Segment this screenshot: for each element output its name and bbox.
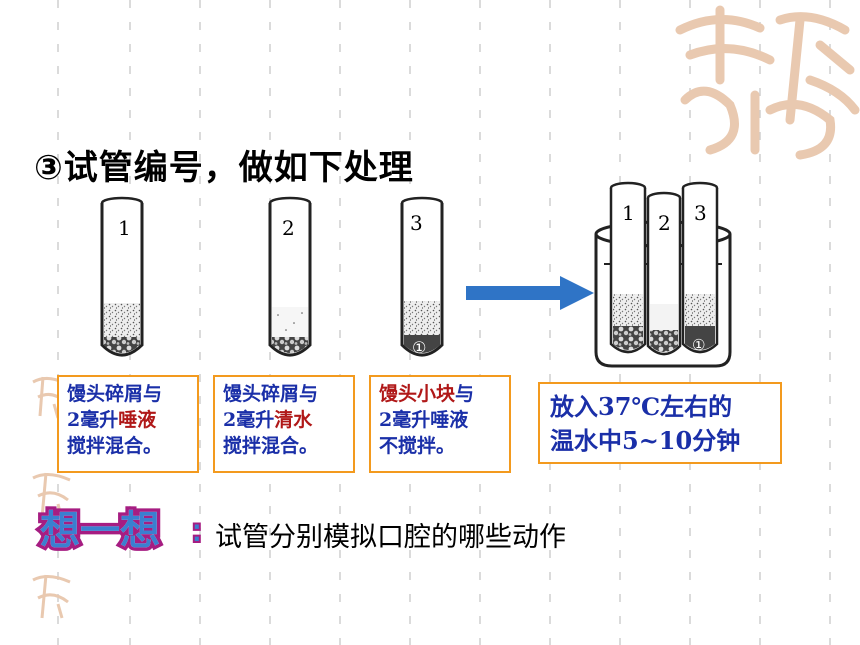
box-line: 2毫升唾液 (379, 407, 501, 433)
tube-number: 1 (118, 216, 131, 240)
think-badge-text: 想一想 (40, 508, 160, 554)
tube-bottom-mark: ① (412, 338, 426, 357)
small-seal-icon (32, 472, 71, 521)
box-text-segment: 放入37℃左右的 (550, 392, 733, 421)
box-text-segment: 温水中5~10分钟 (550, 426, 741, 455)
box-text-segment: 2毫升 (67, 409, 119, 431)
beaker-tube-number: 2 (658, 211, 671, 235)
box-line: 温水中5~10分钟 (550, 424, 770, 458)
box-line: 2毫升清水 (223, 407, 345, 433)
instruction-box-4: 放入37℃左右的温水中5~10分钟 (538, 382, 782, 464)
beaker-tube-number: 3 (694, 201, 707, 225)
box-text-segment: 2毫升唾液 (379, 409, 469, 431)
box-line: 馒头小块与 (379, 381, 501, 407)
box-line: 不搅拌。 (379, 433, 501, 459)
think-badge: 想一想 想一想 : (37, 505, 205, 555)
box-text-segment: 搅拌混合。 (223, 435, 319, 457)
box-text-segment: 2毫升 (223, 409, 275, 431)
box-text-segment: 馒头碎屑与 (67, 383, 163, 405)
box-line: 搅拌混合。 (223, 433, 345, 459)
box-line: 馒头碎屑与 (67, 381, 189, 407)
box-text-segment: 清水 (274, 409, 313, 431)
box-line: 放入37℃左右的 (550, 390, 770, 424)
test-tube-2: 2 (268, 196, 312, 357)
beaker-with-tubes: 1 2 3 ① (594, 181, 732, 368)
tube-number: 3 (410, 211, 423, 235)
beaker-bottom-mark: ① (692, 336, 705, 354)
page-title: ③试管编号，做如下处理 (34, 148, 414, 188)
box-line: 2毫升唾液 (67, 407, 189, 433)
small-seal-icon (32, 574, 71, 619)
think-badge-fill: 想一想 (40, 508, 160, 554)
think-question: 试管分别模拟口腔的哪些动作 (215, 522, 566, 553)
box-text-segment: 唾液 (118, 409, 157, 431)
box-text-segment: 搅拌混合。 (67, 435, 163, 457)
arrow-right-icon (466, 276, 594, 310)
beaker-tube-number: 1 (622, 201, 635, 225)
box-text-segment: 馒头小块 (379, 383, 456, 405)
test-tube-1: 1 (100, 196, 144, 357)
test-tube-3: 3 ① (400, 196, 444, 357)
box-text-segment: 不搅拌。 (379, 435, 456, 457)
decorative-seal-icon (675, 5, 860, 160)
tube-number: 2 (282, 216, 295, 240)
box-line: 馒头碎屑与 (223, 381, 345, 407)
think-colon: : (190, 511, 204, 551)
box-text-segment: 馒头碎屑与 (223, 383, 319, 405)
box-line: 搅拌混合。 (67, 433, 189, 459)
box-text-segment: 与 (455, 383, 475, 405)
